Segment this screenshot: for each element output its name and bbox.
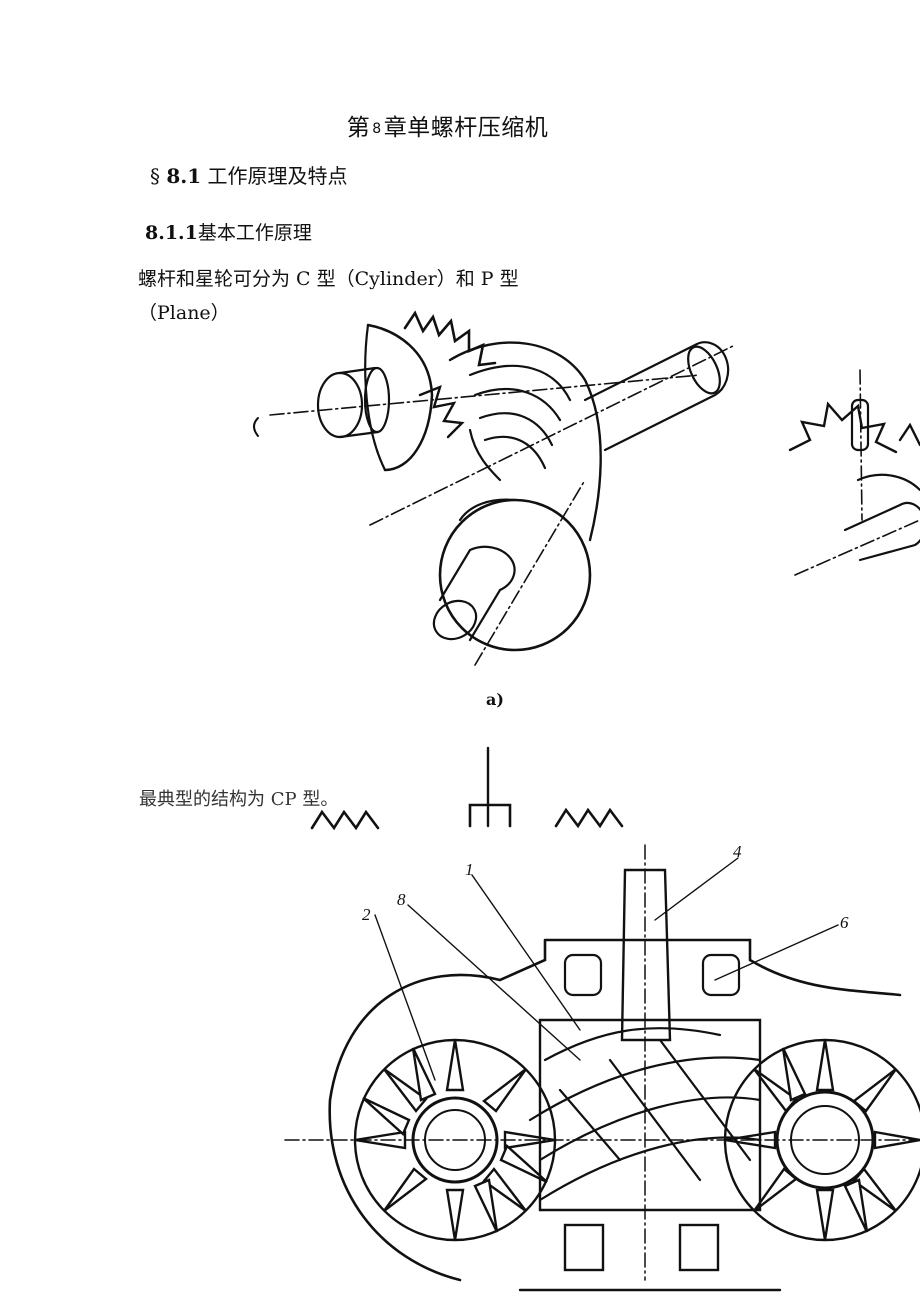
figure-b-cp-compressor [284,746,920,1292]
section-heading: § 8.1 工作原理及特点 [150,160,348,189]
body-paragraph-2: 最典型的结构为 CP 型。 [139,789,339,810]
paragraph-line-1: 螺杆和星轮可分为 C 型（Cylinder）和 P 型 [138,268,519,290]
part-label-6: 6 [840,913,849,932]
part-label-2: 2 [362,905,371,924]
subsection-number: 8.1.1 [145,222,198,244]
chapter-number: 8 [372,121,382,137]
figure-b-part-labels: 1 2 4 6 8 [362,842,849,932]
part-label-8: 8 [397,890,406,909]
part-label-1: 1 [465,860,474,879]
part-label-4: 4 [733,842,742,861]
figure-a-screw-starwheel [253,310,920,666]
body-paragraph: 螺杆和星轮可分为 C 型（Cylinder）和 P 型 （Plane） [138,262,519,330]
section-title: 工作原理及特点 [207,164,348,188]
section-symbol: § [150,164,160,188]
chapter-prefix: 第 [346,115,371,141]
section-number: 8.1 [166,164,202,188]
subsection-title: 基本工作原理 [197,222,312,244]
chapter-suffix: 章单螺杆压缩机 [383,115,549,141]
paragraph-line-2: （Plane） [138,302,230,324]
figure-a-caption: a) [486,690,504,709]
subsection-heading: 8.1.1基本工作原理 [145,218,312,245]
